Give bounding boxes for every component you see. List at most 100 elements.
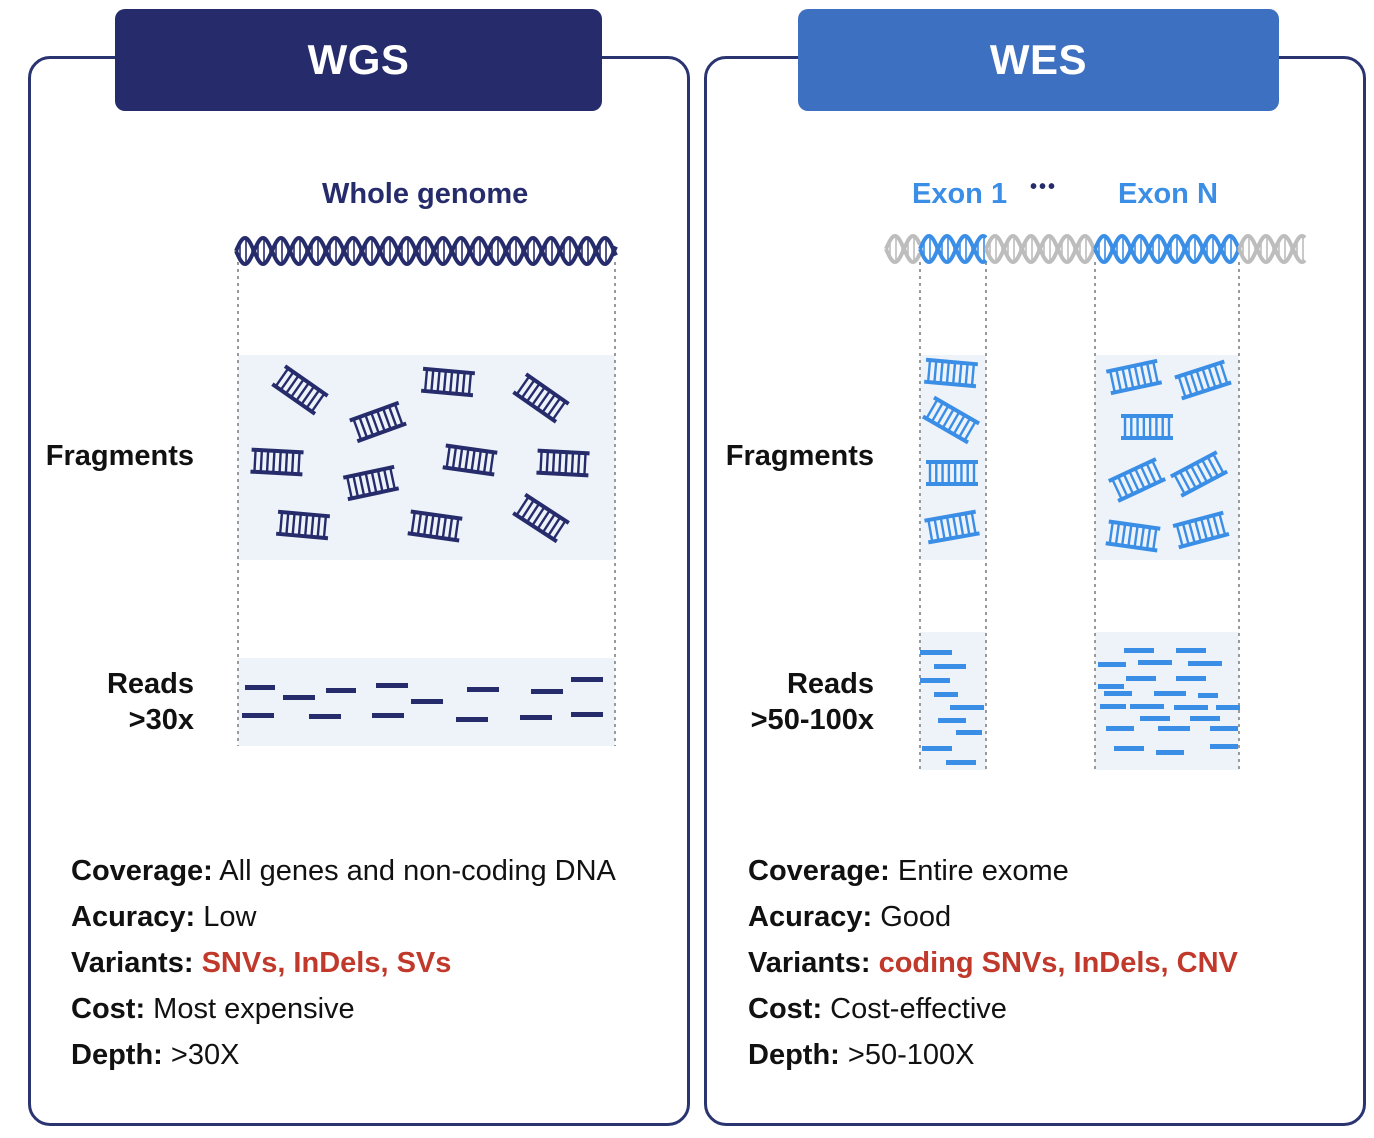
dna-fragment-icon xyxy=(420,366,476,398)
wes-reads-label-line2: >50-100x xyxy=(750,704,874,736)
read-segment xyxy=(1174,705,1208,710)
wgs-cost-value: Most expensive xyxy=(153,993,355,1025)
read-segment xyxy=(1210,726,1238,731)
wgs-info-row: Depth: >30X xyxy=(71,1032,616,1078)
wes-coverage-key: Coverage: xyxy=(748,855,890,887)
wes-dna-exon1 xyxy=(918,233,988,265)
wes-exon1-label: Exon 1 xyxy=(912,178,1008,210)
dna-fragment-icon xyxy=(250,447,304,477)
read-segment xyxy=(326,688,356,693)
read-segment xyxy=(922,746,952,751)
dna-fragment-icon xyxy=(923,357,979,389)
dna-fragment-icon xyxy=(275,509,331,541)
read-segment xyxy=(1210,744,1238,749)
read-segment xyxy=(531,689,563,694)
read-segment xyxy=(245,685,275,690)
dna-fragment-icon xyxy=(1107,457,1167,503)
wes-info-row: Variants: coding SNVs, InDels, CNV xyxy=(748,940,1238,986)
dna-fragment-icon xyxy=(271,364,329,416)
dna-fragment-icon xyxy=(407,509,463,543)
read-segment xyxy=(1104,691,1132,696)
wes-panel xyxy=(704,56,1366,1126)
read-segment xyxy=(242,713,274,718)
wgs-info-row: Variants: SNVs, InDels, SVs xyxy=(71,940,616,986)
wes-info-row: Coverage: Entire exome xyxy=(748,848,1238,894)
dna-fragment-icon xyxy=(921,395,981,445)
read-segment xyxy=(1098,684,1124,689)
wes-variants-value: coding SNVs, InDels, CNV xyxy=(878,947,1238,979)
dna-fragment-icon xyxy=(512,492,570,544)
wes-coverage-value: Entire exome xyxy=(897,855,1069,887)
wes-cost-key: Cost: xyxy=(748,993,823,1025)
read-segment xyxy=(956,730,982,735)
wgs-variants-value: SNVs, InDels, SVs xyxy=(201,947,452,979)
wes-reads xyxy=(920,648,1240,765)
read-segment xyxy=(467,687,499,692)
wgs-coverage-key: Coverage: xyxy=(71,855,213,887)
wes-cost-value: Cost-effective xyxy=(830,993,1007,1025)
wes-accuracy-value: Good xyxy=(880,901,952,933)
wes-depth-value: >50-100X xyxy=(847,1039,975,1071)
read-segment xyxy=(1130,704,1164,709)
read-segment xyxy=(1114,746,1144,751)
read-segment xyxy=(1156,750,1184,755)
wgs-region-label: Whole genome xyxy=(322,178,529,210)
wgs-variants-key: Variants: xyxy=(71,947,194,979)
read-segment xyxy=(938,718,966,723)
read-segment xyxy=(411,699,443,704)
read-segment xyxy=(934,692,958,697)
read-segment xyxy=(1216,705,1240,710)
wgs-info-list: Coverage: All genes and non-coding DNA A… xyxy=(71,848,616,1078)
wes-variants-key: Variants: xyxy=(748,947,871,979)
wes-dna-gray-1 xyxy=(884,233,922,265)
wgs-depth-value: >30X xyxy=(170,1039,240,1071)
read-segment xyxy=(372,713,404,718)
wes-dna-exonN xyxy=(1093,233,1241,265)
dna-fragment-icon xyxy=(342,464,400,502)
dna-fragment-icon xyxy=(1105,519,1161,553)
read-segment xyxy=(283,695,315,700)
wgs-depth-key: Depth: xyxy=(71,1039,163,1071)
wes-dna-gray-2 xyxy=(984,233,1097,265)
wgs-fragments-label: Fragments xyxy=(45,440,194,472)
read-segment xyxy=(1158,726,1190,731)
read-segment xyxy=(1198,693,1218,698)
wgs-header: WGS xyxy=(115,9,602,111)
read-segment xyxy=(309,714,341,719)
read-segment xyxy=(1124,648,1154,653)
read-segment xyxy=(1138,660,1172,665)
wgs-accuracy-value: Low xyxy=(203,901,257,933)
wgs-dna-helix xyxy=(234,235,618,267)
read-segment xyxy=(1140,716,1170,721)
wes-reads-label: Reads >50-100x xyxy=(706,666,874,738)
read-segment xyxy=(1100,704,1126,709)
dna-fragment-icon xyxy=(1174,359,1232,401)
read-segment xyxy=(1098,662,1126,667)
dna-fragment-icon xyxy=(1172,510,1230,550)
read-segment xyxy=(571,677,603,682)
wgs-fragments xyxy=(250,364,590,544)
wgs-info-row: Acuracy: Low xyxy=(71,894,616,940)
read-segment xyxy=(920,678,950,683)
read-segment xyxy=(520,715,552,720)
dna-fragment-icon xyxy=(1121,414,1173,440)
read-segment xyxy=(1188,661,1222,666)
wes-info-row: Acuracy: Good xyxy=(748,894,1238,940)
wes-info-row: Depth: >50-100X xyxy=(748,1032,1238,1078)
wes-reads-label-line1: Reads xyxy=(786,668,874,700)
dna-fragment-icon xyxy=(512,372,570,424)
wes-info-row: Cost: Cost-effective xyxy=(748,986,1238,1032)
read-segment xyxy=(1176,648,1206,653)
wgs-reads xyxy=(242,677,603,722)
wes-dna-gray-3 xyxy=(1237,233,1307,265)
wes-fragments-label: Fragments xyxy=(725,440,874,472)
wes-ellipsis: ••• xyxy=(1030,176,1058,198)
read-segment xyxy=(571,712,603,717)
dna-fragment-icon xyxy=(1169,450,1229,498)
wes-dna-helix xyxy=(884,233,1307,265)
wgs-dna-strand xyxy=(234,235,618,267)
dna-fragment-icon xyxy=(442,443,498,477)
wgs-accuracy-key: Acuracy: xyxy=(71,901,196,933)
dna-fragment-icon xyxy=(926,460,978,486)
